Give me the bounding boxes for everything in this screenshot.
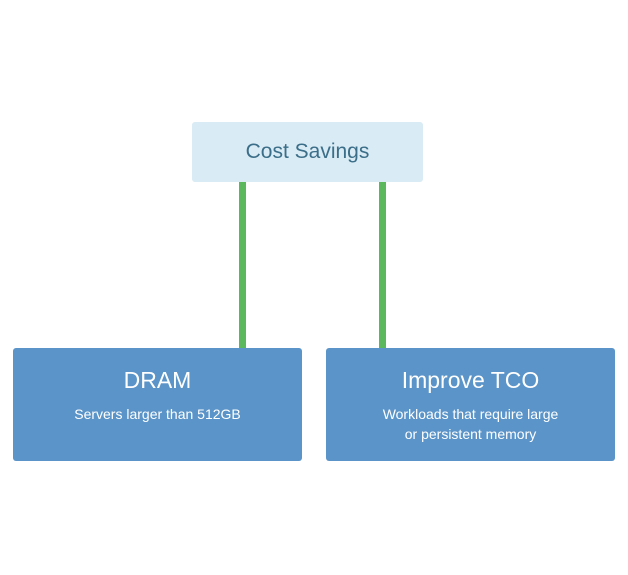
child-node-title: DRAM xyxy=(123,367,192,393)
connector-line-left xyxy=(239,182,246,348)
root-node-label: Cost Savings xyxy=(245,140,370,163)
connector-line-right xyxy=(379,182,386,348)
child-node-improve-tco: Improve TCO Workloads that require large… xyxy=(326,348,615,461)
child-node-description: Workloads that require large or persiste… xyxy=(382,406,559,442)
child-node-title: Improve TCO xyxy=(401,367,540,393)
child-node-description: Servers larger than 512GB xyxy=(74,406,241,422)
child-node-dram: DRAM Servers larger than 512GB xyxy=(13,348,302,461)
root-node-cost-savings: Cost Savings xyxy=(192,122,423,182)
